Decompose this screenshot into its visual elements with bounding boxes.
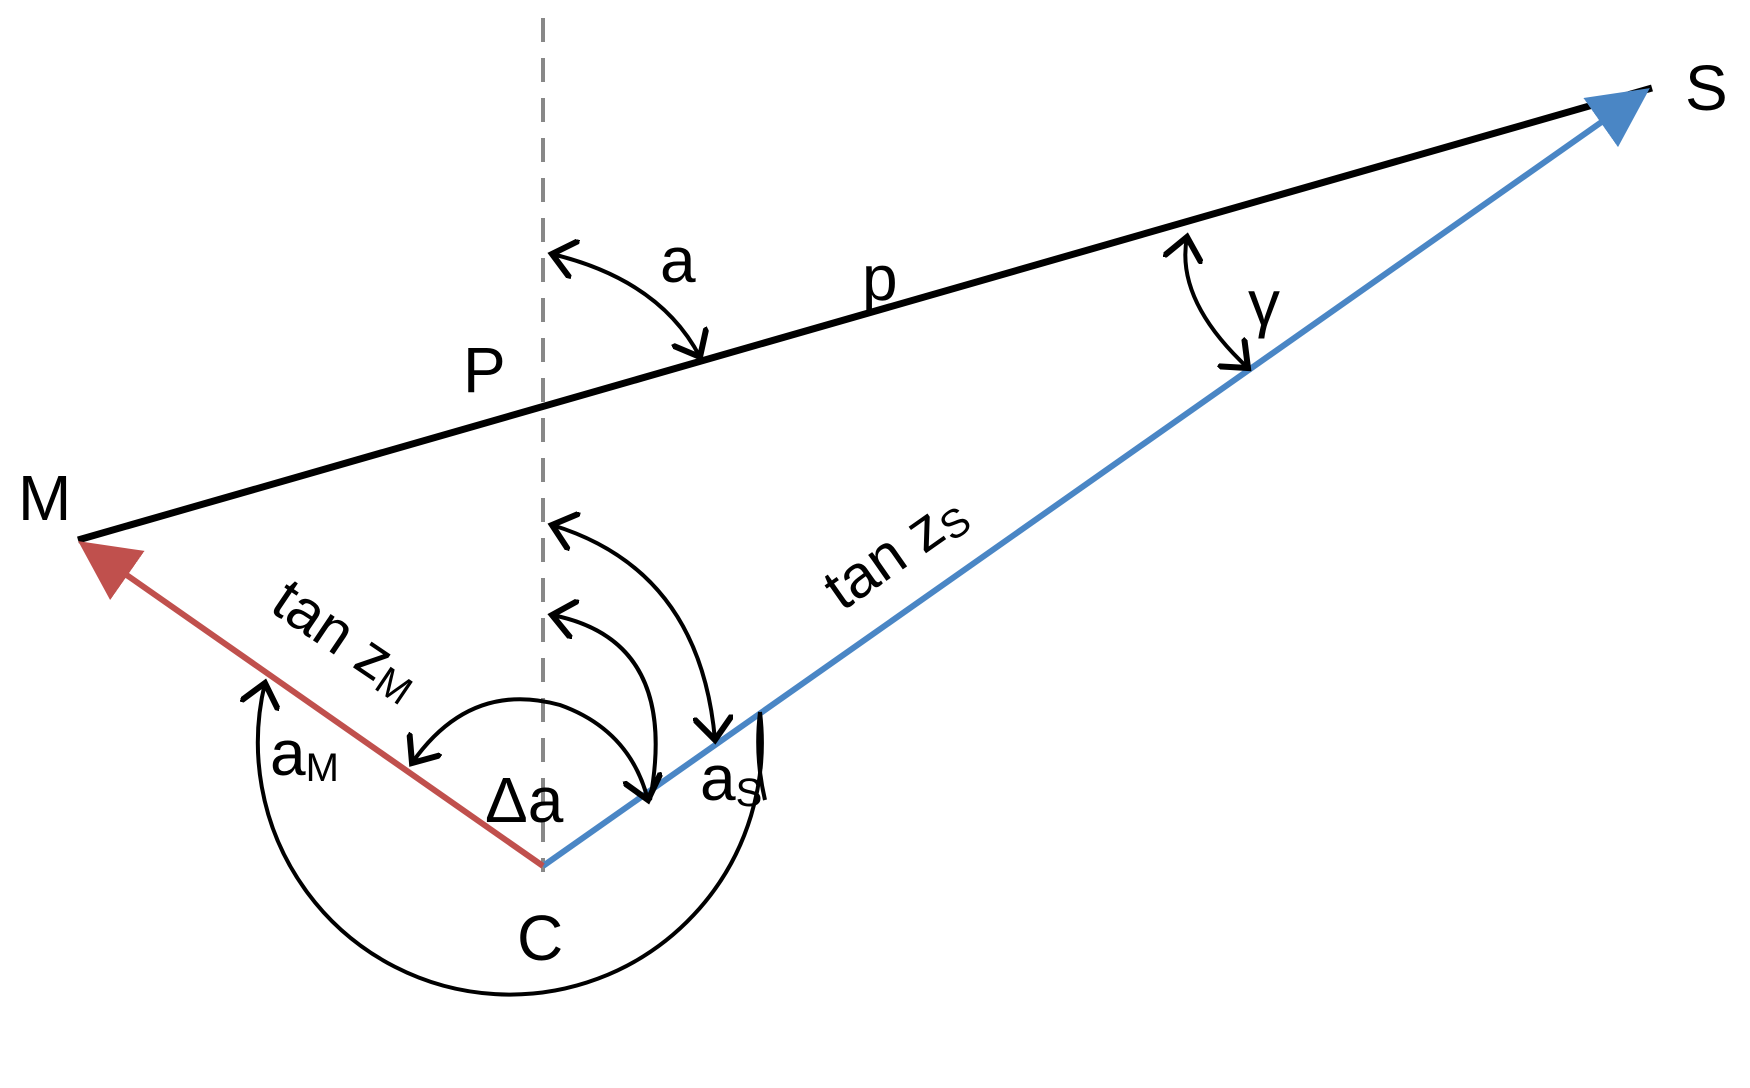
label-point-c: C xyxy=(517,902,563,974)
label-a-s: aS xyxy=(700,742,762,815)
arc-delta-a xyxy=(412,697,648,800)
label-angle-a: a xyxy=(660,224,696,296)
arc-a-m-connector xyxy=(756,711,767,801)
label-a-m-sub: M xyxy=(306,746,339,790)
label-point-m: M xyxy=(18,462,71,534)
label-a-m-base: a xyxy=(270,717,306,789)
vector-c-m xyxy=(78,541,545,869)
label-tan-zm: tan zM xyxy=(260,565,434,714)
label-a-s-base: a xyxy=(700,742,736,814)
line-m-s xyxy=(77,84,1653,544)
arc-angle-a-s xyxy=(552,525,715,740)
label-a-m: aM xyxy=(270,717,339,790)
arc-angle-gamma xyxy=(1185,237,1248,368)
label-gamma: γ xyxy=(1248,267,1280,339)
label-delta-a: Δa xyxy=(485,764,564,836)
label-tan-zs: tan zS xyxy=(811,478,979,624)
label-p: p xyxy=(862,242,898,314)
label-point-s: S xyxy=(1685,52,1728,124)
label-a-s-sub: S xyxy=(736,771,763,815)
label-point-p: P xyxy=(463,334,506,406)
arc-angle-a xyxy=(552,254,700,357)
arc-angle-a-m xyxy=(258,683,764,997)
